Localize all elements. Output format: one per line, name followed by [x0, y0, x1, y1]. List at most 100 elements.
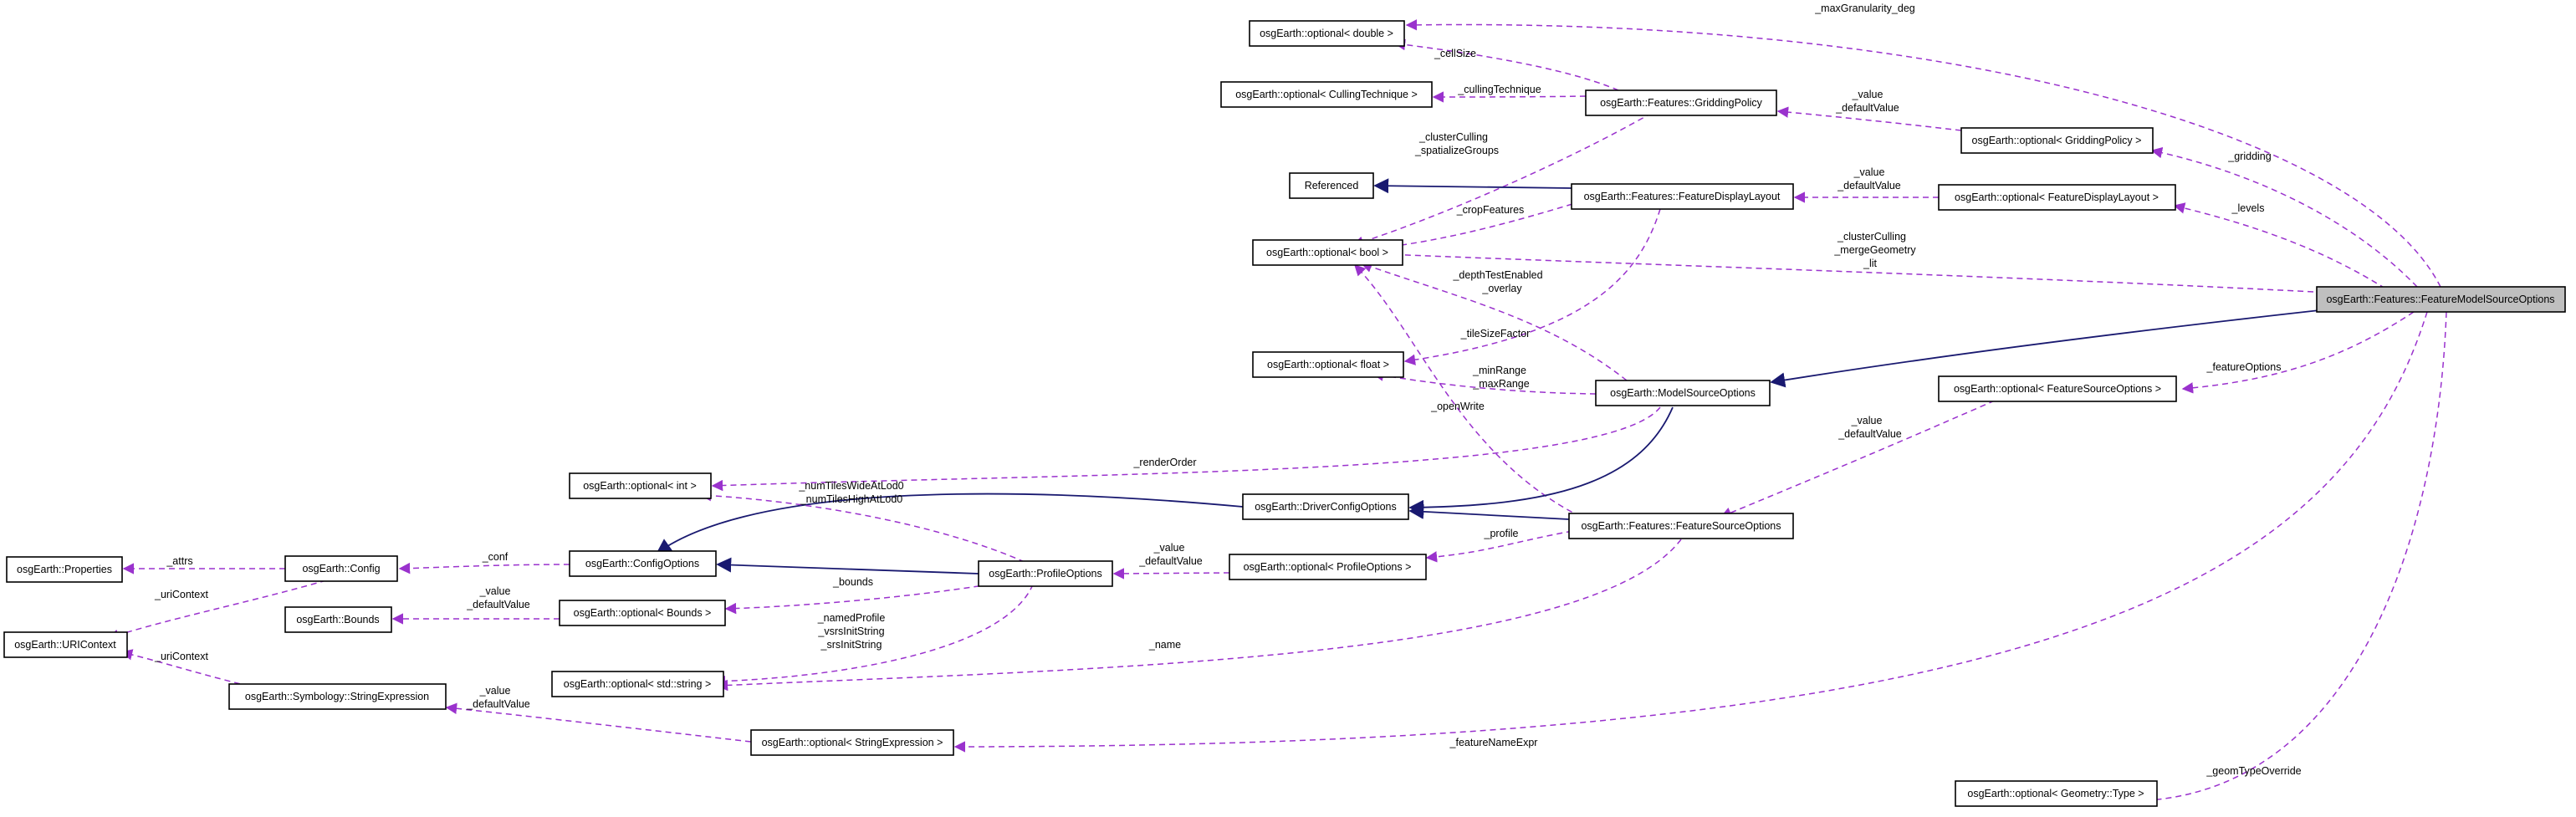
edge-inherit-model-source-options [1770, 306, 2351, 388]
edge-levels [2173, 202, 2386, 289]
node-profile-options[interactable]: osgEarth::ProfileOptions [978, 560, 1113, 587]
edge-label-profile: _profile [1484, 528, 1519, 539]
edge-fso-value [1720, 400, 1996, 518]
node-feature-source-options[interactable]: osgEarth::Features::FeatureSourceOptions [1568, 513, 1794, 539]
node-optional-culling-technique[interactable]: osgEarth::optional< CullingTechnique > [1220, 81, 1433, 108]
edge-label-fdl-default-value: _defaultValue [1837, 180, 1901, 191]
edge-label-gp-default-value: _defaultValue [1835, 102, 1899, 114]
edge-label-depth-test-enabled: _depthTestEnabled [1452, 269, 1542, 281]
edge-label-se-value: _value [479, 685, 511, 697]
node-config-options[interactable]: osgEarth::ConfigOptions [569, 550, 717, 577]
edge-label-levels: _levels [2231, 202, 2265, 214]
edge-label-geom-type-override: _geomTypeOverride [2205, 765, 2301, 777]
edge-max-granularity-deg [1405, 19, 2441, 288]
edge-gp-value [1776, 106, 1962, 131]
svg-text:Referenced: Referenced [1305, 180, 1359, 191]
edge-se-value [445, 702, 752, 743]
edge-label-bounds: _bounds [832, 576, 873, 588]
edge-label-lit: _lit [1863, 258, 1878, 269]
edge-label-num-tiles-wide: _numTilesWideAtLod0 [798, 480, 903, 492]
edge-label-gridding: _gridding [2227, 151, 2271, 162]
edge-uri-context-1 [107, 580, 327, 641]
svg-text:osgEarth::Symbology::StringExp: osgEarth::Symbology::StringExpression [245, 691, 429, 702]
edge-profile [1425, 530, 1573, 563]
edge-cluster-culling-1 [1352, 112, 1653, 248]
svg-text:osgEarth::optional< GriddingPo: osgEarth::optional< GriddingPolicy > [1972, 135, 2142, 146]
svg-text:osgEarth::Features::FeatureDis: osgEarth::Features::FeatureDisplayLayout [1584, 191, 1781, 202]
svg-text:osgEarth::optional< bool >: osgEarth::optional< bool > [1266, 247, 1388, 258]
edge-feature-options [2181, 311, 2415, 394]
edge-label-named-profile: _namedProfile [817, 612, 886, 624]
edge-label-max-granularity-deg: _maxGranularity_deg [1814, 3, 1915, 14]
node-optional-int[interactable]: osgEarth::optional< int > [569, 472, 712, 499]
svg-text:osgEarth::ConfigOptions: osgEarth::ConfigOptions [585, 558, 699, 569]
edge-depth-test-enabled [1360, 261, 1628, 381]
svg-text:osgEarth::optional< FeatureSou: osgEarth::optional< FeatureSourceOptions… [1954, 383, 2161, 395]
node-driver-config-options[interactable]: osgEarth::DriverConfigOptions [1242, 493, 1409, 520]
node-config[interactable]: osgEarth::Config [284, 555, 398, 582]
node-model-source-options[interactable]: osgEarth::ModelSourceOptions [1595, 380, 1771, 406]
edge-label-cell-size: _cellSize [1434, 48, 1476, 59]
node-bounds[interactable]: osgEarth::Bounds [284, 606, 392, 633]
edge-inherit-referenced [1373, 178, 1572, 194]
svg-text:osgEarth::optional< Bounds >: osgEarth::optional< Bounds > [574, 607, 712, 619]
edge-inherit-driver-config-1 [1408, 406, 1674, 515]
edge-label-po-default-value: _defaultValue [1138, 555, 1203, 567]
node-optional-float[interactable]: osgEarth::optional< float > [1252, 351, 1404, 378]
node-optional-bounds[interactable]: osgEarth::optional< Bounds > [559, 600, 726, 626]
node-optional-gridding-policy[interactable]: osgEarth::optional< GriddingPolicy > [1960, 127, 2154, 154]
node-optional-profile-options[interactable]: osgEarth::optional< ProfileOptions > [1229, 554, 1427, 580]
svg-text:osgEarth::DriverConfigOptions: osgEarth::DriverConfigOptions [1255, 501, 1397, 513]
node-feature-display-layout[interactable]: osgEarth::Features::FeatureDisplayLayout [1571, 183, 1794, 210]
edge-named-profile [713, 584, 1034, 687]
edge-label-merge-geometry: _mergeGeometry [1833, 244, 1916, 256]
edge-label-num-tiles-high: _numTilesHighAtLod0 [800, 493, 903, 505]
edge-conf [398, 562, 570, 574]
edge-label-vsrs-init-string: _vsrsInitString [817, 626, 884, 637]
svg-text:osgEarth::optional< double >: osgEarth::optional< double > [1260, 28, 1393, 39]
node-optional-std-string[interactable]: osgEarth::optional< std::string > [551, 671, 724, 697]
svg-text:osgEarth::optional< FeatureDis: osgEarth::optional< FeatureDisplayLayout… [1955, 191, 2159, 203]
node-referenced[interactable]: Referenced [1289, 172, 1374, 199]
edge-render-order [711, 406, 1661, 492]
edge-gridding [2150, 146, 2418, 288]
node-string-expression[interactable]: osgEarth::Symbology::StringExpression [228, 683, 447, 710]
node-optional-feature-source-options[interactable]: osgEarth::optional< FeatureSourceOptions… [1938, 375, 2177, 402]
edge-culling-technique [1432, 91, 1587, 103]
node-optional-bool[interactable]: osgEarth::optional< bool > [1252, 239, 1403, 266]
svg-text:osgEarth::Features::FeatureSou: osgEarth::Features::FeatureSourceOptions [1581, 520, 1781, 532]
edge-label-po-value: _value [1153, 542, 1185, 554]
edge-label-open-write: _openWrite [1430, 401, 1485, 412]
edge-label-se-default-value: _defaultValue [466, 698, 530, 710]
node-optional-string-expression[interactable]: osgEarth::optional< StringExpression > [750, 729, 954, 756]
edge-label-crop-features: _cropFeatures [1456, 204, 1525, 216]
edge-label-attrs: _attrs [166, 555, 192, 567]
node-properties[interactable]: osgEarth::Properties [6, 556, 123, 583]
edge-label-srs-init-string: _srsInitString [820, 639, 882, 651]
edge-label-gp-value: _value [1852, 89, 1883, 100]
edge-cluster-culling-2 [1363, 248, 2314, 293]
svg-text:osgEarth::ModelSourceOptions: osgEarth::ModelSourceOptions [1610, 387, 1756, 399]
edge-label-uri-context-2: _uriContext [154, 651, 208, 662]
edge-label-tile-size-factor: _tileSizeFactor [1460, 328, 1531, 340]
edge-label-feature-options: _featureOptions [2206, 361, 2282, 373]
node-optional-feature-display-layout[interactable]: osgEarth::optional< FeatureDisplayLayout… [1938, 184, 2176, 211]
edge-label-name: _name [1148, 639, 1181, 651]
node-gridding-policy[interactable]: osgEarth::Features::GriddingPolicy [1585, 89, 1777, 116]
edge-label-fdl-value: _value [1853, 166, 1885, 178]
edge-label-cluster-culling-1: _clusterCulling [1418, 131, 1488, 143]
edge-tile-size-factor [1403, 208, 1661, 365]
edges: _maxGranularity_deg _cellSize _cullingTe… [107, 3, 2447, 807]
edge-open-write [1354, 264, 1600, 526]
node-optional-geometry-type[interactable]: osgEarth::optional< Geometry::Type > [1955, 780, 2158, 807]
svg-text:osgEarth::ProfileOptions: osgEarth::ProfileOptions [989, 568, 1102, 580]
node-feature-model-source-options[interactable]: osgEarth::Features::FeatureModelSourceOp… [2316, 286, 2566, 313]
svg-text:osgEarth::optional< Geometry::: osgEarth::optional< Geometry::Type > [1967, 788, 2144, 799]
edge-geom-type-override [2124, 311, 2447, 807]
edge-label-overlay: _overlay [1481, 283, 1522, 294]
svg-text:osgEarth::URIContext: osgEarth::URIContext [14, 639, 116, 651]
edge-label-min-range: _minRange [1472, 365, 1526, 376]
edge-label-render-order: _renderOrder [1132, 457, 1196, 468]
node-uri-context[interactable]: osgEarth::URIContext [3, 631, 128, 658]
node-optional-double[interactable]: osgEarth::optional< double > [1249, 20, 1405, 47]
